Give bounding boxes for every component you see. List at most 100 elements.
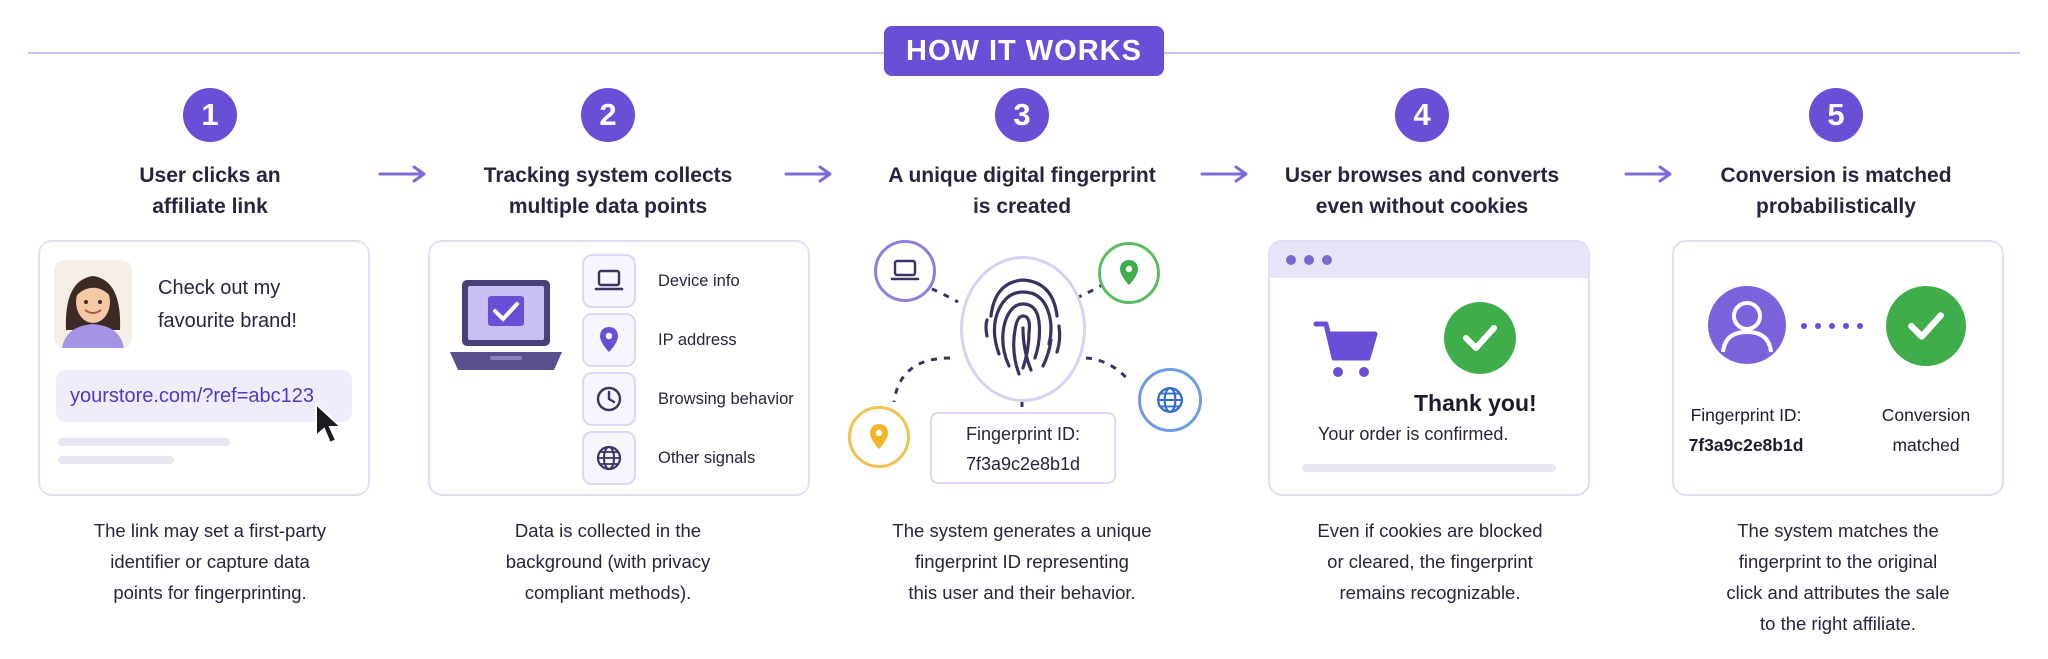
order-confirmed-text: Your order is confirmed. xyxy=(1318,424,1509,444)
thank-you-text: Thank you! xyxy=(1414,390,1537,416)
fingerprint-icon xyxy=(960,256,1086,402)
step-title-line: even without cookies xyxy=(1315,195,1529,218)
dotted-connector xyxy=(1801,323,1863,329)
shopping-cart-icon xyxy=(1313,321,1378,377)
globe-icon xyxy=(582,431,636,485)
desc-line: fingerprint to the original xyxy=(1738,551,1938,572)
step-title: A unique digital fingerprint is created xyxy=(852,160,1192,222)
step-description: The link may set a first-party identifie… xyxy=(40,515,380,608)
step-description: The system matches the fingerprint to th… xyxy=(1668,515,2008,639)
placeholder-line xyxy=(58,456,174,464)
card-affiliate-link: Check out my favourite brand! yourstore.… xyxy=(38,240,370,496)
step-number: 3 xyxy=(995,88,1049,142)
fingerprint-id-label: Fingerprint ID: xyxy=(965,424,1081,444)
step-4: 4 User browses and converts even without… xyxy=(1252,88,1592,222)
arrow-right-icon xyxy=(1624,165,1672,183)
card-data-points: Device info IP address Browsing behavior… xyxy=(428,240,810,496)
desc-line: fingerprint ID representing xyxy=(915,551,1129,572)
card-order-confirmation: Thank you! Your order is confirmed. xyxy=(1268,240,1590,496)
step-1: 1 User clicks an affiliate link xyxy=(40,88,380,222)
checkmark-icon xyxy=(1444,302,1516,374)
step-number: 2 xyxy=(581,88,635,142)
signal-browsing-behavior: Browsing behavior xyxy=(582,372,812,426)
step-title: User clicks an affiliate link xyxy=(40,160,380,222)
clock-icon xyxy=(582,372,636,426)
desc-line: Data is collected in the xyxy=(514,520,702,541)
window-dot xyxy=(1322,255,1332,265)
step-title-line: affiliate link xyxy=(152,195,268,218)
step-title-line: Tracking system collects xyxy=(483,164,733,187)
browser-window-bar xyxy=(1270,242,1588,278)
desc-line: points for fingerprinting. xyxy=(113,582,307,603)
checkmark-icon xyxy=(1886,286,1966,366)
desc-line: to the right affiliate. xyxy=(1760,613,1916,634)
signal-label: Other signals xyxy=(658,448,756,467)
step-title-line: probabilistically xyxy=(1756,195,1916,218)
fingerprint-id-value: 7f3a9c2e8b1d xyxy=(1688,435,1804,455)
step-number: 4 xyxy=(1395,88,1449,142)
step-title-line: multiple data points xyxy=(508,195,708,218)
step-5: 5 Conversion is matched probabilisticall… xyxy=(1666,88,2006,222)
signal-other: Other signals xyxy=(582,431,812,485)
arrow-right-icon xyxy=(784,165,832,183)
desc-line: remains recognizable. xyxy=(1339,582,1521,603)
window-dot xyxy=(1304,255,1314,265)
step-title: Conversion is matched probabilistically xyxy=(1666,160,2006,222)
arrow-right-icon xyxy=(378,165,426,183)
desc-line: identifier or capture data xyxy=(110,551,310,572)
signal-ip-address: IP address xyxy=(582,313,812,367)
conversion-label-line: Conversion xyxy=(1881,405,1971,425)
chat-message-line: favourite brand! xyxy=(158,310,297,332)
globe-icon xyxy=(1138,368,1202,432)
step-title-line: Conversion is matched xyxy=(1720,164,1952,187)
location-pin-icon xyxy=(1098,242,1160,304)
user-avatar-icon xyxy=(1708,286,1786,364)
desc-line: or cleared, the fingerprint xyxy=(1327,551,1533,572)
card-conversion-match: Fingerprint ID: 7f3a9c2e8b1d Conversion … xyxy=(1672,240,2004,496)
arrow-right-icon xyxy=(1200,165,1248,183)
step-description: The system generates a unique fingerprin… xyxy=(852,515,1192,608)
desc-line: this user and their behavior. xyxy=(908,582,1136,603)
cursor-icon xyxy=(315,402,344,445)
step-3: 3 A unique digital fingerprint is create… xyxy=(852,88,1192,222)
chat-message: Check out my favourite brand! xyxy=(158,272,297,338)
fingerprint-id-box: Fingerprint ID: 7f3a9c2e8b1d xyxy=(930,412,1116,484)
desc-line: The link may set a first-party xyxy=(93,520,327,541)
desc-line: The system matches the xyxy=(1737,520,1939,541)
signal-label: IP address xyxy=(658,330,737,349)
step-title-line: is created xyxy=(972,195,1072,218)
laptop-icon xyxy=(582,254,636,308)
step-2: 2 Tracking system collects multiple data… xyxy=(438,88,778,222)
chat-message-line: Check out my xyxy=(158,277,281,299)
signal-device-info: Device info xyxy=(582,254,812,308)
how-it-works-badge: HOW IT WORKS xyxy=(884,26,1164,76)
conversion-matched-label: Conversion matched xyxy=(1866,400,1986,460)
fingerprint-id-value: 7f3a9c2e8b1d xyxy=(965,454,1081,474)
step-title-line: User clicks an xyxy=(139,164,281,187)
placeholder-line xyxy=(58,438,230,446)
affiliate-link[interactable]: yourstore.com/?ref=abc123 xyxy=(56,370,352,422)
step-title-line: A unique digital fingerprint xyxy=(888,164,1156,187)
signal-label: Browsing behavior xyxy=(658,389,794,408)
placeholder-line xyxy=(1302,464,1556,472)
window-dot xyxy=(1286,255,1296,265)
location-pin-icon xyxy=(848,406,910,468)
step-description: Even if cookies are blocked or cleared, … xyxy=(1260,515,1600,608)
step-description: Data is collected in the background (wit… xyxy=(438,515,778,608)
step-title: User browses and converts even without c… xyxy=(1252,160,1592,222)
fingerprint-id-label: Fingerprint ID: xyxy=(1690,405,1802,425)
avatar xyxy=(54,260,132,348)
conversion-label-line: matched xyxy=(1892,435,1960,455)
desc-line: The system generates a unique xyxy=(892,520,1152,541)
signal-label: Device info xyxy=(658,271,740,290)
step-number: 5 xyxy=(1809,88,1863,142)
desc-line: background (with privacy xyxy=(505,551,711,572)
step-title: Tracking system collects multiple data p… xyxy=(438,160,778,222)
laptop-icon xyxy=(450,280,562,370)
desc-line: Even if cookies are blocked xyxy=(1317,520,1543,541)
fingerprint-id: Fingerprint ID: 7f3a9c2e8b1d xyxy=(1684,400,1808,460)
laptop-icon xyxy=(874,240,936,302)
step-title-line: User browses and converts xyxy=(1284,164,1560,187)
step-number: 1 xyxy=(183,88,237,142)
desc-line: compliant methods). xyxy=(524,582,692,603)
